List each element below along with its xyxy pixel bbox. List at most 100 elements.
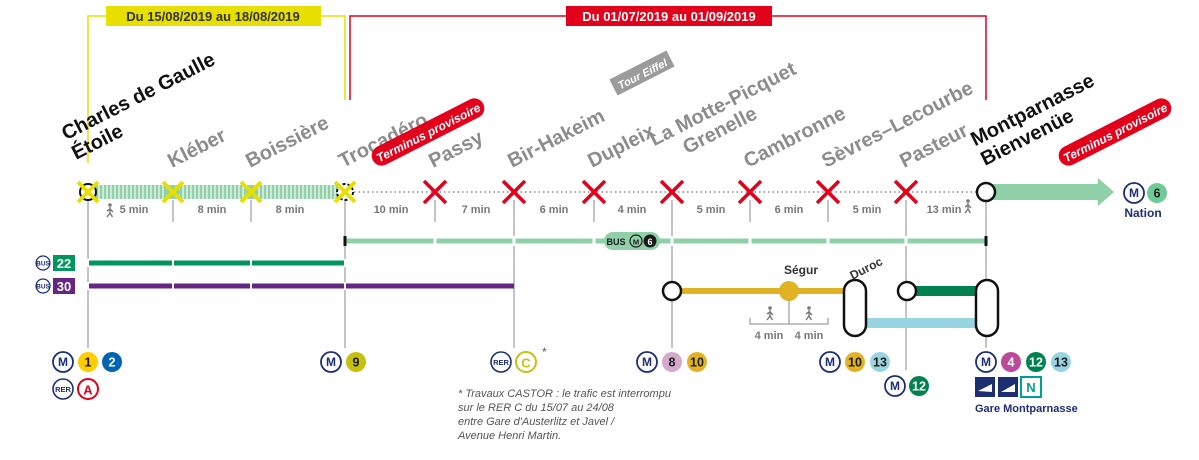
line-hatch-mark (280, 185, 282, 199)
metro-roundel-letter: M (326, 355, 336, 369)
line-badge-10 (687, 352, 707, 372)
castor-note-line: Avenue Henri Martin. (458, 430, 562, 442)
line-hatch-mark (268, 185, 270, 199)
line-hatch-mark (124, 185, 126, 199)
line-hatch-mark (160, 185, 162, 199)
line-badge-12 (1026, 352, 1046, 372)
line-hatch-mark (188, 185, 190, 199)
bus-roundel-label: BUS (36, 261, 50, 268)
line-hatch-mark (288, 185, 290, 199)
segment-time: 5 min (120, 204, 149, 216)
metro-roundel-icon (320, 351, 342, 373)
line-hatch-mark (164, 185, 166, 199)
pedestrian-head (807, 306, 811, 310)
bus-stop-tick (748, 236, 752, 246)
line-hatch-mark (200, 185, 202, 199)
segur-label: Ségur (784, 263, 818, 277)
metro-roundel-letter: M (981, 355, 991, 369)
line-badge-number: 8 (669, 356, 676, 370)
montparnasse-station-marker (974, 278, 1000, 338)
period-label-1: Du 15/08/2019 au 18/08/2019 (126, 9, 299, 24)
closed-station-cross-icon (737, 179, 763, 205)
line-badge-13 (870, 352, 890, 372)
line-hatch-mark (312, 185, 314, 199)
replacement-bus-mode: BUS (606, 237, 625, 247)
line-badge-number: 1 (85, 356, 92, 370)
rer-line-badge-C (515, 351, 537, 373)
station-name-line1: Kléber (164, 124, 230, 172)
destination-name: Nation (1124, 206, 1161, 220)
station-name: Boissière (242, 112, 332, 172)
bus-stop-tick (172, 282, 174, 290)
bus-stop-tick (904, 236, 908, 246)
duroc-station-marker (842, 278, 868, 338)
metro-roundel-letter: M (633, 238, 639, 247)
segment-time: 7 min (462, 204, 491, 216)
metro-roundel-letter: M (1129, 186, 1139, 200)
tour-eiffel-tag-bg (609, 50, 675, 96)
line-hatch-mark (212, 185, 214, 199)
walk-time: 4 min (755, 330, 784, 342)
line-hatch-mark (324, 185, 326, 199)
train-icon-shape (978, 384, 992, 392)
station-marker-interchange (896, 280, 918, 302)
line-badge-number: 13 (1054, 356, 1068, 370)
closed-station-cross-icon (501, 179, 527, 205)
pedestrian-icon (766, 306, 774, 321)
direction-arrow-icon (1098, 178, 1114, 206)
line-badge-6 (1147, 183, 1167, 203)
segment-time: 8 min (198, 204, 227, 216)
rer-line-badge-A (77, 378, 99, 400)
line-hatch-mark (108, 185, 110, 199)
line-badge-number: 12 (912, 380, 926, 394)
line-hatch-mark (240, 185, 242, 199)
line-hatch-mark (180, 185, 182, 199)
line-hatch-mark (328, 185, 330, 199)
period-badge-2 (566, 6, 772, 26)
station-marker-open (975, 181, 997, 203)
line-badge-4 (1001, 352, 1021, 372)
line-badge-number: 12 (1029, 356, 1043, 370)
bus-stop-tick (826, 236, 830, 246)
asterisk-marker: * (542, 345, 547, 359)
closed-station-cross-icon (239, 180, 263, 204)
line-hatch-mark (144, 185, 146, 199)
closed-station-cross-icon (815, 179, 841, 205)
period-badge-1 (106, 6, 321, 26)
metro-roundel-icon (636, 351, 658, 373)
pedestrian-icon (964, 199, 972, 214)
line-badge-8 (662, 352, 682, 372)
line-badge-number: 6 (647, 237, 652, 247)
pedestrian-head (108, 203, 112, 207)
station-name-line1: Charles de Gaulle (58, 49, 219, 145)
line-badge-number: 13 (873, 356, 887, 370)
line-badge-number: 4 (1008, 356, 1015, 370)
line-hatch-mark (272, 185, 274, 199)
rer-roundel-icon (490, 351, 512, 373)
line-hatch-mark (236, 185, 238, 199)
castor-note-line: entre Gare d'Austerlitz et Javel / (458, 416, 615, 428)
closed-station-cross-icon (893, 179, 919, 205)
pedestrian-head (966, 199, 970, 203)
bus-stop-tick (592, 236, 596, 246)
pedestrian-head (768, 306, 772, 310)
duroc-label: Duroc (848, 254, 886, 282)
bus-line-badge (53, 255, 75, 271)
line-hatch-mark (220, 185, 222, 199)
line-hatch-mark (216, 185, 218, 199)
rer-line-letter: C (521, 356, 531, 371)
line-badge-9 (346, 352, 366, 372)
segur-station-marker (779, 281, 799, 301)
line-hatch-mark (264, 185, 266, 199)
line-hatch-mark (332, 185, 334, 199)
bus-stop-tick (512, 236, 516, 246)
terminus-badge-label: Terminus provisoire (1061, 100, 1170, 165)
metro-roundel-icon (819, 351, 841, 373)
metro-roundel-icon (629, 234, 643, 248)
pedestrian-body (106, 207, 114, 218)
segment-time: 5 min (853, 204, 882, 216)
terminus-badge-bg (1058, 98, 1172, 166)
line-hatch-mark (304, 185, 306, 199)
